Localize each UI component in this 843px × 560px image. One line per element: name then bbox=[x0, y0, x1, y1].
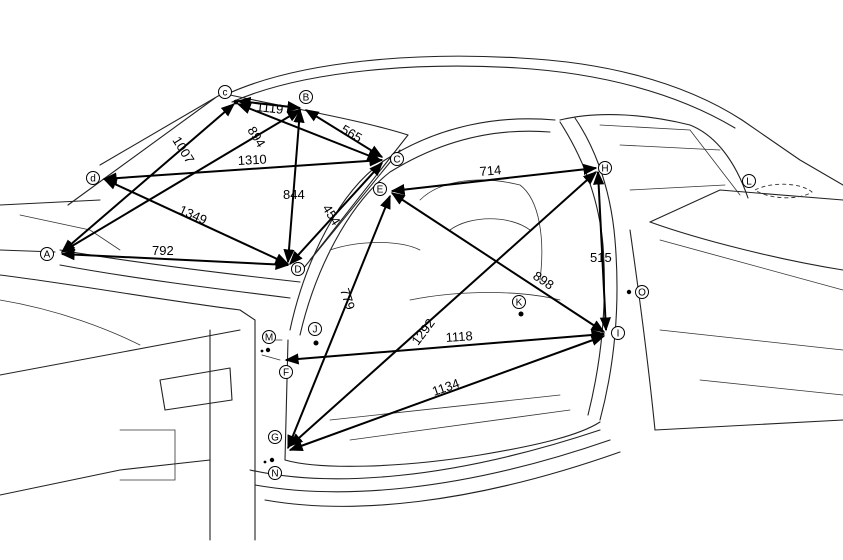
point-H-label: H bbox=[601, 164, 608, 175]
point-M-label: M bbox=[265, 333, 273, 344]
point-N-marker: N bbox=[263, 457, 282, 480]
point-M-marker: M bbox=[260, 330, 276, 353]
line-E-I bbox=[390, 192, 606, 333]
car-body-outline bbox=[0, 55, 843, 541]
point-D-marker: D bbox=[291, 262, 305, 276]
point-d-label: d bbox=[90, 174, 96, 185]
point-O-marker: O bbox=[626, 285, 649, 299]
reference-points: A B C D E F G bbox=[40, 85, 756, 480]
line-A-D bbox=[60, 249, 290, 270]
dim-B-C: 565 bbox=[339, 122, 365, 146]
point-K-label: K bbox=[516, 298, 523, 309]
dim-c-D: 894 bbox=[244, 124, 268, 150]
point-G-label: G bbox=[271, 433, 279, 444]
point-L-label: L bbox=[746, 177, 752, 188]
dim-G-I: 1134 bbox=[430, 376, 461, 399]
dim-A-D: 792 bbox=[152, 243, 174, 258]
point-I-marker: I bbox=[611, 326, 625, 340]
point-F-marker: F bbox=[279, 365, 293, 379]
point-F-label: F bbox=[283, 368, 289, 379]
point-N-label: N bbox=[271, 469, 278, 480]
point-K-marker: K bbox=[512, 295, 526, 317]
dim-H-I: 515 bbox=[590, 250, 612, 265]
dim-E-H: 714 bbox=[479, 162, 502, 179]
point-E-label: E bbox=[377, 185, 384, 196]
dim-E-G: 779 bbox=[337, 286, 358, 311]
dim-E-I: 898 bbox=[530, 268, 556, 293]
point-J-label: J bbox=[313, 325, 318, 336]
dim-d-C: 1310 bbox=[237, 152, 267, 168]
point-B-marker: B bbox=[299, 90, 313, 104]
point-A-marker: A bbox=[40, 247, 54, 261]
dim-c-B: 1119 bbox=[256, 99, 284, 117]
point-E-marker: E bbox=[373, 182, 387, 196]
dim-H-G: 1292 bbox=[408, 316, 437, 348]
point-c-marker: c bbox=[218, 85, 239, 105]
line-G-I bbox=[288, 335, 606, 451]
point-J-marker: J bbox=[308, 322, 322, 346]
dimension-labels: 1119 565 1007 894 1310 844 1349 454 792 … bbox=[152, 99, 612, 399]
point-C-marker: C bbox=[390, 152, 404, 166]
line-B-A bbox=[60, 109, 302, 253]
dim-F-I: 1118 bbox=[445, 328, 473, 345]
measurement-lines bbox=[60, 96, 611, 451]
point-O-label: O bbox=[638, 288, 646, 299]
dim-d-D: 1349 bbox=[177, 202, 210, 227]
point-C-label: C bbox=[393, 155, 400, 166]
dim-B-D: 844 bbox=[283, 187, 305, 202]
point-c-label: c bbox=[223, 88, 228, 99]
line-B-D bbox=[283, 108, 305, 264]
point-L-marker: L bbox=[742, 174, 756, 188]
point-H-marker: H bbox=[598, 161, 612, 175]
point-D-label: D bbox=[294, 265, 301, 276]
point-B-label: B bbox=[303, 93, 310, 104]
point-A-label: A bbox=[44, 250, 51, 261]
point-I-label: I bbox=[617, 329, 620, 340]
point-d-marker: d bbox=[86, 171, 100, 185]
point-G-marker: G bbox=[268, 430, 282, 444]
